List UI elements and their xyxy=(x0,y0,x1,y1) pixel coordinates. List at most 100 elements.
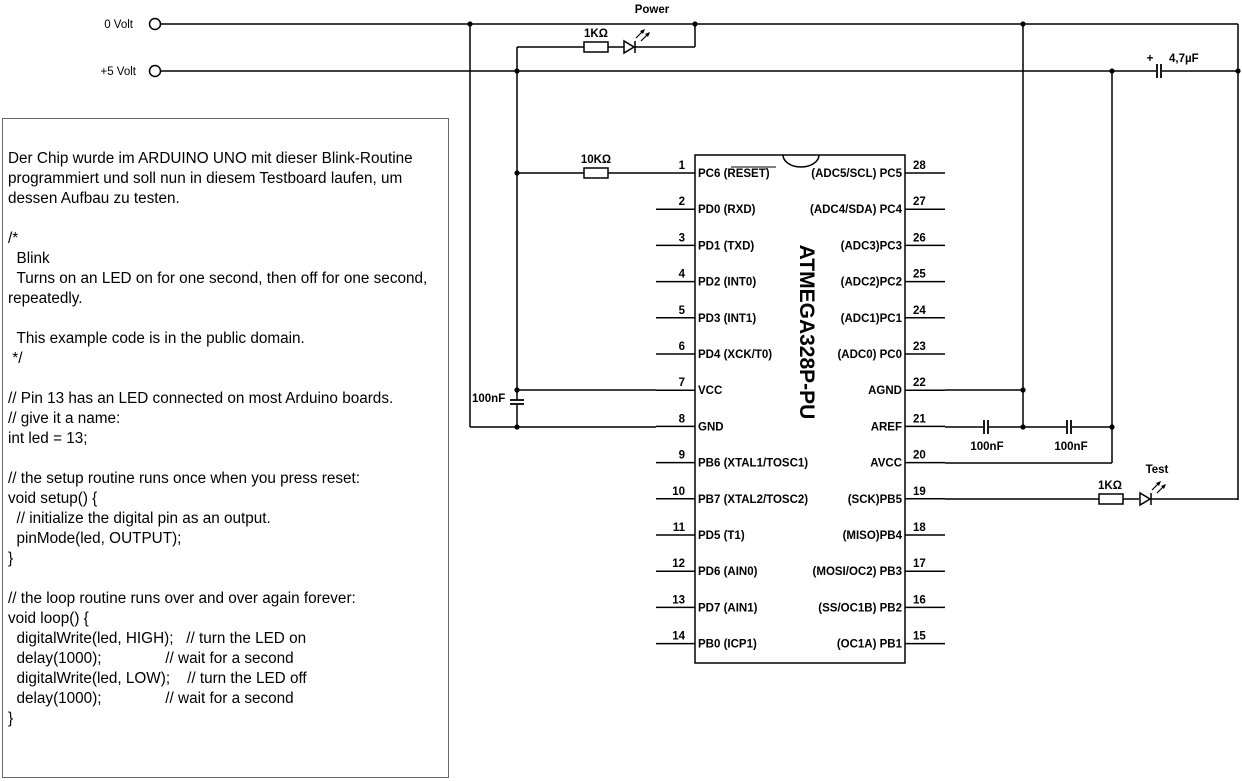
pin-label: PD7 (AIN1) xyxy=(698,602,758,614)
avcc-capacitor xyxy=(1066,420,1072,434)
pin-label: (ADC2)PC2 xyxy=(841,277,902,289)
pin-number: 27 xyxy=(913,196,926,208)
pin-number: 12 xyxy=(672,558,685,570)
pin-number: 18 xyxy=(913,522,926,534)
pin-label: VCC xyxy=(698,385,722,397)
vcc-capacitor-value: 100nF xyxy=(472,393,505,405)
pin-number: 22 xyxy=(913,377,926,389)
chip-notch xyxy=(782,154,820,168)
note-intro: Der Chip wurde im ARDUINO UNO mit dieser… xyxy=(8,150,413,207)
pin-number: 11 xyxy=(673,522,686,534)
blink-code: /* Blink Turns on an LED on for one seco… xyxy=(8,230,428,727)
power-led-resistor-value: 1KΩ xyxy=(584,28,608,40)
pin-number: 5 xyxy=(679,305,686,317)
code-note: Der Chip wurde im ARDUINO UNO mit dieser… xyxy=(2,118,449,778)
pin-label: (MOSI/OC2) PB3 xyxy=(813,566,902,578)
test-led-resistor-value: 1KΩ xyxy=(1098,480,1122,492)
chip-pin-right: 28 (ADC5/SCL) PC5 xyxy=(811,160,945,180)
pin-number: 2 xyxy=(679,196,685,208)
power-led-title: Power xyxy=(635,4,670,16)
pin-number: 26 xyxy=(913,232,926,244)
pin-number: 15 xyxy=(913,631,926,643)
pin-number: 3 xyxy=(679,232,685,244)
power-led-resistor xyxy=(583,41,609,53)
chip-pin-right: 19(SCK)PB5 xyxy=(848,486,945,506)
test-led-diode xyxy=(1139,481,1166,507)
chip-pin-right: 24 (ADC1)PC1 xyxy=(841,305,945,325)
pin-label: (SS/OC1B) PB2 xyxy=(818,602,902,614)
pin-number: 8 xyxy=(679,413,686,425)
pin-label: PB7 (XTAL2/TOSC2) xyxy=(698,494,808,506)
chip-pin-right: 25(ADC2)PC2 xyxy=(841,269,945,289)
pin-label: (ADC3)PC3 xyxy=(841,240,902,252)
pin-label: GND xyxy=(698,421,724,433)
pin-number: 9 xyxy=(679,450,685,462)
vcc-rail: +5 Volt xyxy=(101,64,1150,78)
pin-number: 16 xyxy=(913,594,926,606)
pin-number: 24 xyxy=(913,305,926,317)
chip-pin-right: 27(ADC4/SDA) PC4 xyxy=(810,196,945,216)
pin-label: PD5 (T1) xyxy=(698,530,745,542)
electrolytic-capacitor xyxy=(1156,64,1162,78)
chip-pin-right: 18 (MISO)PB4 xyxy=(843,522,945,542)
elko-polarity: + xyxy=(1147,53,1154,65)
pin-number: 13 xyxy=(672,594,685,606)
pin-number: 6 xyxy=(679,341,685,353)
pin-label: (SCK)PB5 xyxy=(848,494,903,506)
power-led-diode xyxy=(623,29,650,55)
pin-label: (ADC5/SCL) PC5 xyxy=(811,168,902,180)
chip-pin-right: 26 (ADC3)PC3 xyxy=(841,232,945,252)
pin-label: (ADC1)PC1 xyxy=(841,313,903,325)
pin-label: AREF xyxy=(871,421,902,433)
avcc-capacitor-value: 100nF xyxy=(1054,441,1087,453)
gnd-rail-label: 0 Volt xyxy=(104,19,134,31)
pin-label: PB6 (XTAL1/TOSC1) xyxy=(698,458,808,470)
pin-number: 7 xyxy=(679,377,685,389)
pin-number: 23 xyxy=(913,341,926,353)
pin-number: 17 xyxy=(913,558,926,570)
pin-number: 20 xyxy=(913,450,926,462)
pin-label: PD6 (AIN0) xyxy=(698,566,758,578)
vcc-decoupling-capacitor xyxy=(510,399,524,405)
pin-label: PB0 (ICP1) xyxy=(698,639,757,651)
gnd-rail: 0 Volt xyxy=(104,17,1239,500)
elko-value: 4,7µF xyxy=(1169,53,1199,65)
pin-label: AVCC xyxy=(870,458,902,470)
pin-label: PD2 (INT0) xyxy=(698,277,756,289)
pin-label: PD3 (INT1) xyxy=(698,313,756,325)
chip-pin-right: 23(ADC0) PC0 xyxy=(837,341,945,361)
chip-pin-right: 15 (OC1A) PB1 xyxy=(837,631,945,651)
pin-label: (OC1A) PB1 xyxy=(837,639,903,651)
pin-number: 4 xyxy=(679,269,686,281)
pin-label: (MISO)PB4 xyxy=(843,530,903,542)
pin-label: PD1 (TXD) xyxy=(698,240,754,252)
pin-number: 1 xyxy=(679,160,686,172)
reset-resistor xyxy=(583,167,609,179)
pin-number: 28 xyxy=(913,160,926,172)
aref-capacitor-value: 100nF xyxy=(970,441,1003,453)
pin-number: 10 xyxy=(672,486,685,498)
chip-name: ATMEGA328P-PU xyxy=(795,245,818,420)
gnd-terminal xyxy=(148,17,162,31)
pin-label: AGND xyxy=(868,385,902,397)
chip-body xyxy=(694,154,906,664)
test-led-title: Test xyxy=(1146,464,1169,476)
